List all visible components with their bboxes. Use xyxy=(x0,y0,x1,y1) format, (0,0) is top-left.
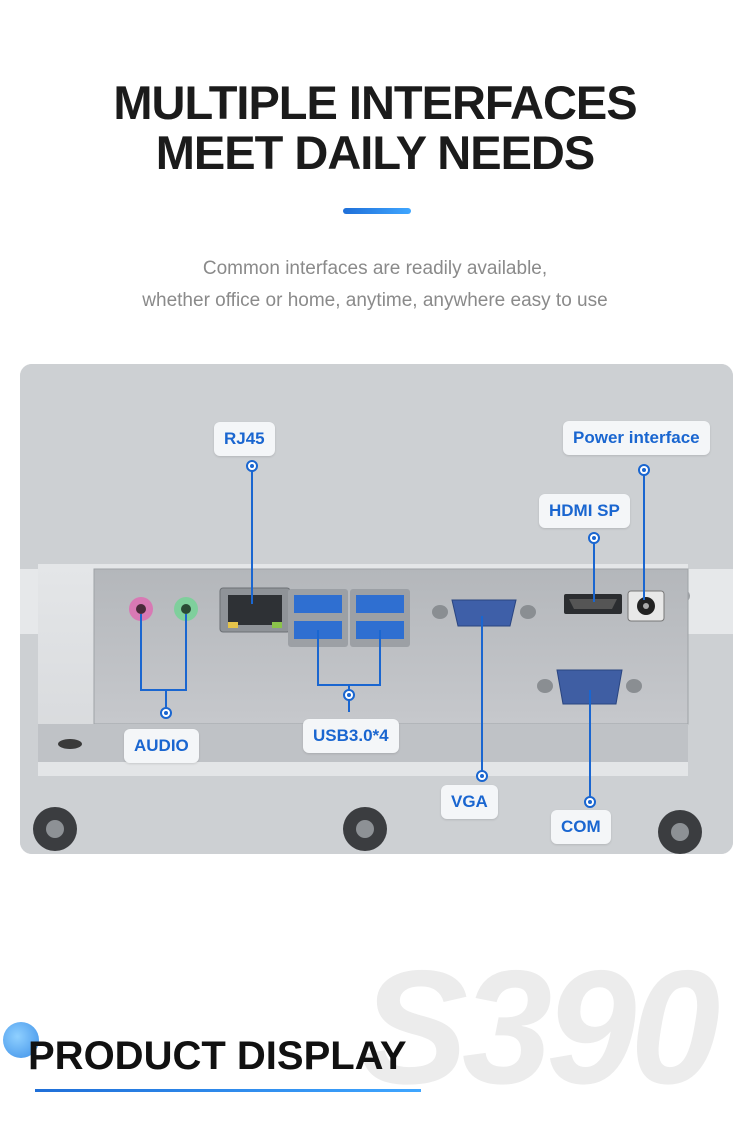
callout-rj45: RJ45 xyxy=(214,422,275,456)
main-headline: MULTIPLE INTERFACES MEET DAILY NEEDS xyxy=(0,78,750,178)
decorative-dot-icon xyxy=(3,1022,39,1058)
callout-usb: USB3.0*4 xyxy=(303,719,399,753)
headline-line-1: MULTIPLE INTERFACES xyxy=(113,76,637,129)
callout-power-interface: Power interface xyxy=(563,421,710,455)
subtitle-line-2: whether office or home, anytime, anywher… xyxy=(142,290,608,311)
model-watermark: S390 xyxy=(360,937,720,1118)
callout-com: COM xyxy=(551,810,611,844)
callout-hdmi: HDMI SP xyxy=(539,494,630,528)
callout-vga: VGA xyxy=(441,785,498,819)
headline-line-2: MEET DAILY NEEDS xyxy=(155,126,595,179)
subtitle-line-1: Common interfaces are readily available, xyxy=(202,258,548,279)
title-underline xyxy=(35,1089,421,1092)
accent-divider xyxy=(343,208,411,214)
callout-audio: AUDIO xyxy=(124,729,199,763)
product-display-title: PRODUCT DISPLAY xyxy=(28,1034,407,1078)
